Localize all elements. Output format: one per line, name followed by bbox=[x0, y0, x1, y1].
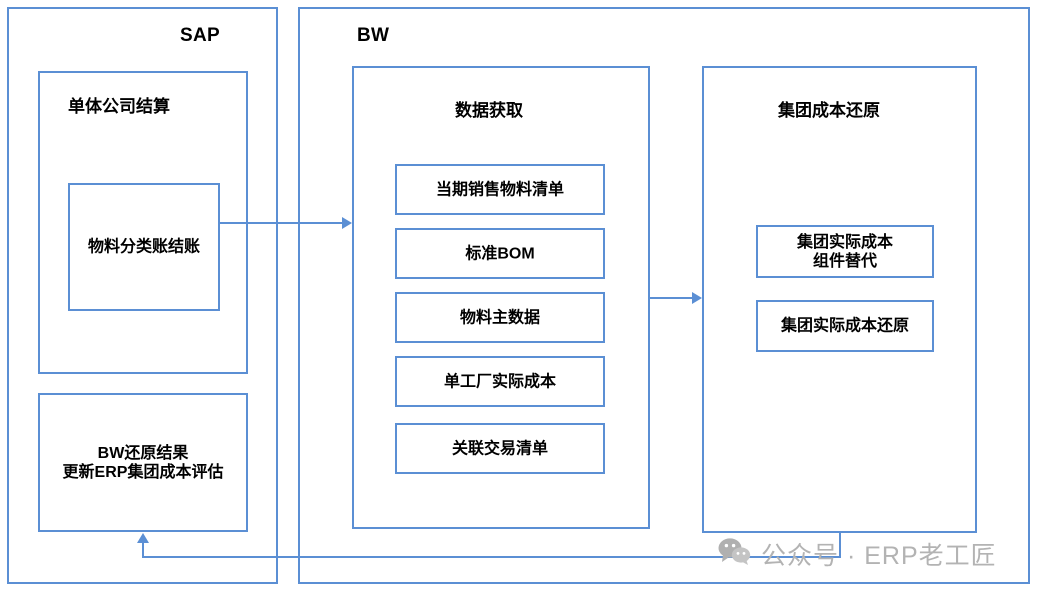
connector-feedback-riser bbox=[839, 533, 841, 558]
connector-acquisition-to-restoration-arrowhead bbox=[692, 292, 702, 304]
material-ledger-closing-label: 物料分类账结账 bbox=[87, 238, 200, 256]
connector-feedback-arrowhead bbox=[137, 533, 149, 543]
acquisition-item-label: 当期销售物料清单 bbox=[435, 180, 564, 198]
sap-container-title: SAP bbox=[180, 25, 220, 46]
acquisition-item-material-master-data[interactable]: 物料主数据 bbox=[395, 292, 605, 343]
acquisition-item-single-plant-actual-cost[interactable]: 单工厂实际成本 bbox=[395, 356, 605, 407]
acquisition-item-label: 物料主数据 bbox=[459, 308, 540, 326]
restoration-item-label: 集团实际成本 组件替代 bbox=[796, 233, 893, 270]
acquisition-item-related-party-transactions[interactable]: 关联交易清单 bbox=[395, 423, 605, 474]
connector-sap-to-acquisition bbox=[220, 222, 344, 224]
restoration-item-label: 集团实际成本还原 bbox=[780, 317, 909, 335]
bw-result-update-erp-box[interactable]: BW还原结果 更新ERP集团成本评估 bbox=[38, 393, 248, 532]
restoration-item-group-actual-cost-restoration[interactable]: 集团实际成本还原 bbox=[756, 300, 934, 352]
connector-sap-to-acquisition-arrowhead bbox=[342, 217, 352, 229]
restoration-item-component-substitution[interactable]: 集团实际成本 组件替代 bbox=[756, 225, 934, 278]
acquisition-item-label: 关联交易清单 bbox=[451, 439, 548, 457]
group-cost-restoration-title: 集团成本还原 bbox=[778, 101, 880, 120]
connector-feedback-horizontal bbox=[142, 556, 841, 558]
group-cost-restoration-panel bbox=[702, 66, 977, 533]
single-company-settlement-title: 单体公司结算 bbox=[68, 97, 170, 116]
connector-acquisition-to-restoration bbox=[650, 297, 694, 299]
acquisition-item-label: 单工厂实际成本 bbox=[443, 372, 556, 390]
data-acquisition-title: 数据获取 bbox=[455, 101, 523, 120]
acquisition-item-standard-bom[interactable]: 标准BOM bbox=[395, 228, 605, 279]
acquisition-item-current-sales-bom[interactable]: 当期销售物料清单 bbox=[395, 164, 605, 215]
material-ledger-closing-box[interactable]: 物料分类账结账 bbox=[68, 183, 220, 311]
bw-container-title: BW bbox=[357, 25, 390, 46]
acquisition-item-label: 标准BOM bbox=[465, 244, 535, 262]
connector-feedback-drop bbox=[142, 543, 144, 558]
bw-result-update-erp-label: BW还原结果 更新ERP集团成本评估 bbox=[62, 444, 224, 481]
